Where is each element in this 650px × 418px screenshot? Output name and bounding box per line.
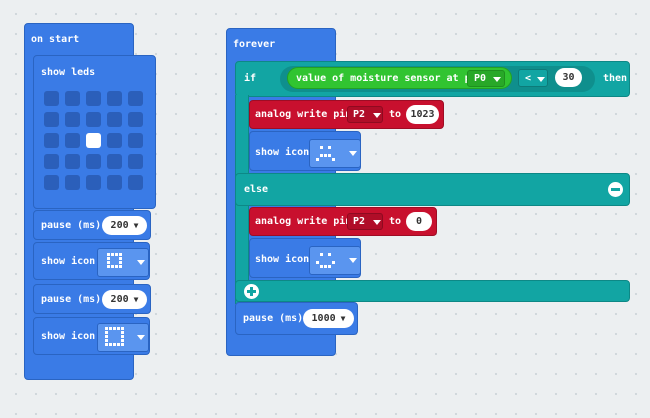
led-cell[interactable] [107, 112, 122, 127]
led-cell[interactable] [128, 175, 143, 190]
if-label: if [244, 73, 257, 84]
icon-preview [316, 251, 337, 270]
led-cell[interactable] [128, 112, 143, 127]
sensor-pin-dropdown[interactable]: P0 [467, 70, 505, 87]
operator: < [525, 73, 532, 84]
else-bar: else [235, 173, 630, 206]
pause-label: pause (ms) [41, 220, 102, 231]
sensor-pin: P0 [474, 73, 487, 84]
analog-value-field[interactable]: 0 [406, 212, 432, 231]
to-label: to [389, 109, 402, 120]
analog-write-label: analog write pin [255, 216, 352, 227]
chevron-down-icon [373, 220, 381, 225]
led-grid[interactable] [44, 91, 152, 199]
led-cell[interactable] [65, 91, 80, 106]
small-square-icon[interactable] [97, 248, 149, 277]
chevron-down-icon [373, 113, 381, 118]
pin: P2 [353, 216, 366, 227]
led-cell[interactable] [44, 175, 59, 190]
led-cell[interactable] [44, 133, 59, 148]
show-icon-label: show icon [255, 147, 310, 158]
led-cell[interactable] [44, 91, 59, 106]
pause-value: 1000 [311, 313, 336, 324]
pause-value-dropdown[interactable]: 200 ▼ [102, 216, 147, 235]
remove-else-icon[interactable] [608, 182, 623, 197]
chevron-down-icon [137, 335, 145, 340]
show-icon-label: show icon [255, 254, 310, 265]
chevron-down-icon [137, 260, 145, 265]
forever-label: forever [233, 39, 276, 50]
led-cell[interactable] [44, 154, 59, 169]
led-cell[interactable] [107, 175, 122, 190]
pause-label: pause (ms) [41, 294, 102, 305]
on-start-label: on start [31, 34, 80, 45]
pause-value: 200 [110, 294, 129, 305]
led-cell[interactable] [86, 175, 101, 190]
chevron-down-icon [349, 258, 357, 263]
else-label: else [244, 184, 269, 195]
led-cell[interactable] [86, 133, 101, 148]
led-cell[interactable] [65, 133, 80, 148]
led-cell[interactable] [128, 133, 143, 148]
led-cell[interactable] [86, 91, 101, 106]
led-cell[interactable] [86, 154, 101, 169]
pause-block-1[interactable]: pause (ms) 200 ▼ [33, 210, 151, 240]
led-cell[interactable] [86, 112, 101, 127]
square-outline-icon[interactable] [97, 323, 149, 352]
analog-value: 1023 [410, 109, 435, 120]
pin-dropdown[interactable]: P2 [347, 106, 383, 123]
led-cell[interactable] [65, 175, 80, 190]
show-icon-block-1[interactable]: show icon [33, 242, 150, 280]
pause-value-dropdown[interactable]: 1000 ▼ [303, 309, 354, 328]
moisture-sensor-block[interactable]: value of moisture sensor at pin P0 [287, 67, 512, 89]
led-cell[interactable] [107, 91, 122, 106]
chevron-down-icon: ▼ [133, 295, 139, 304]
icon-preview [105, 327, 126, 348]
chevron-down-icon: ▼ [133, 221, 139, 230]
analog-write-label: analog write pin [255, 109, 352, 120]
led-cell[interactable] [65, 112, 80, 127]
icon-preview [316, 144, 337, 163]
chevron-down-icon: ▼ [340, 314, 346, 323]
to-label: to [389, 216, 402, 227]
sad-face-icon[interactable] [309, 139, 361, 168]
compare-value-field[interactable]: 30 [555, 68, 582, 87]
add-else-icon[interactable] [244, 284, 259, 299]
pin: P2 [353, 109, 366, 120]
then-label: then [603, 73, 628, 84]
pause-block-forever[interactable]: pause (ms) 1000 ▼ [235, 302, 358, 335]
led-cell[interactable] [128, 91, 143, 106]
pause-label: pause (ms) [243, 313, 304, 324]
operator-dropdown[interactable]: < [518, 69, 548, 87]
chevron-down-icon [493, 77, 501, 82]
analog-write-block-then[interactable]: analog write pin P2 to 1023 [249, 100, 444, 129]
pause-value-dropdown[interactable]: 200 ▼ [102, 290, 147, 309]
led-cell[interactable] [128, 154, 143, 169]
show-icon-block-then[interactable]: show icon [249, 131, 361, 171]
analog-value-field[interactable]: 1023 [406, 105, 439, 124]
chevron-down-icon [537, 77, 545, 82]
sensor-label: value of moisture sensor at pin [296, 73, 483, 84]
show-leds-label: show leds [41, 67, 96, 78]
led-cell[interactable] [107, 154, 122, 169]
analog-write-block-else[interactable]: analog write pin P2 to 0 [249, 207, 437, 236]
pause-block-2[interactable]: pause (ms) 200 ▼ [33, 284, 151, 314]
show-icon-block-else[interactable]: show icon [249, 238, 361, 278]
show-icon-block-2[interactable]: show icon [33, 317, 150, 355]
icon-preview [107, 253, 124, 270]
pause-value: 200 [110, 220, 129, 231]
led-cell[interactable] [107, 133, 122, 148]
if-footer [235, 280, 630, 302]
show-icon-label: show icon [41, 256, 96, 267]
analog-value: 0 [415, 216, 423, 227]
led-cell[interactable] [65, 154, 80, 169]
pin-dropdown[interactable]: P2 [347, 213, 383, 230]
chevron-down-icon [349, 151, 357, 156]
show-icon-label: show icon [41, 331, 96, 342]
happy-face-icon[interactable] [309, 246, 361, 275]
led-cell[interactable] [44, 112, 59, 127]
compare-value: 30 [562, 72, 575, 83]
